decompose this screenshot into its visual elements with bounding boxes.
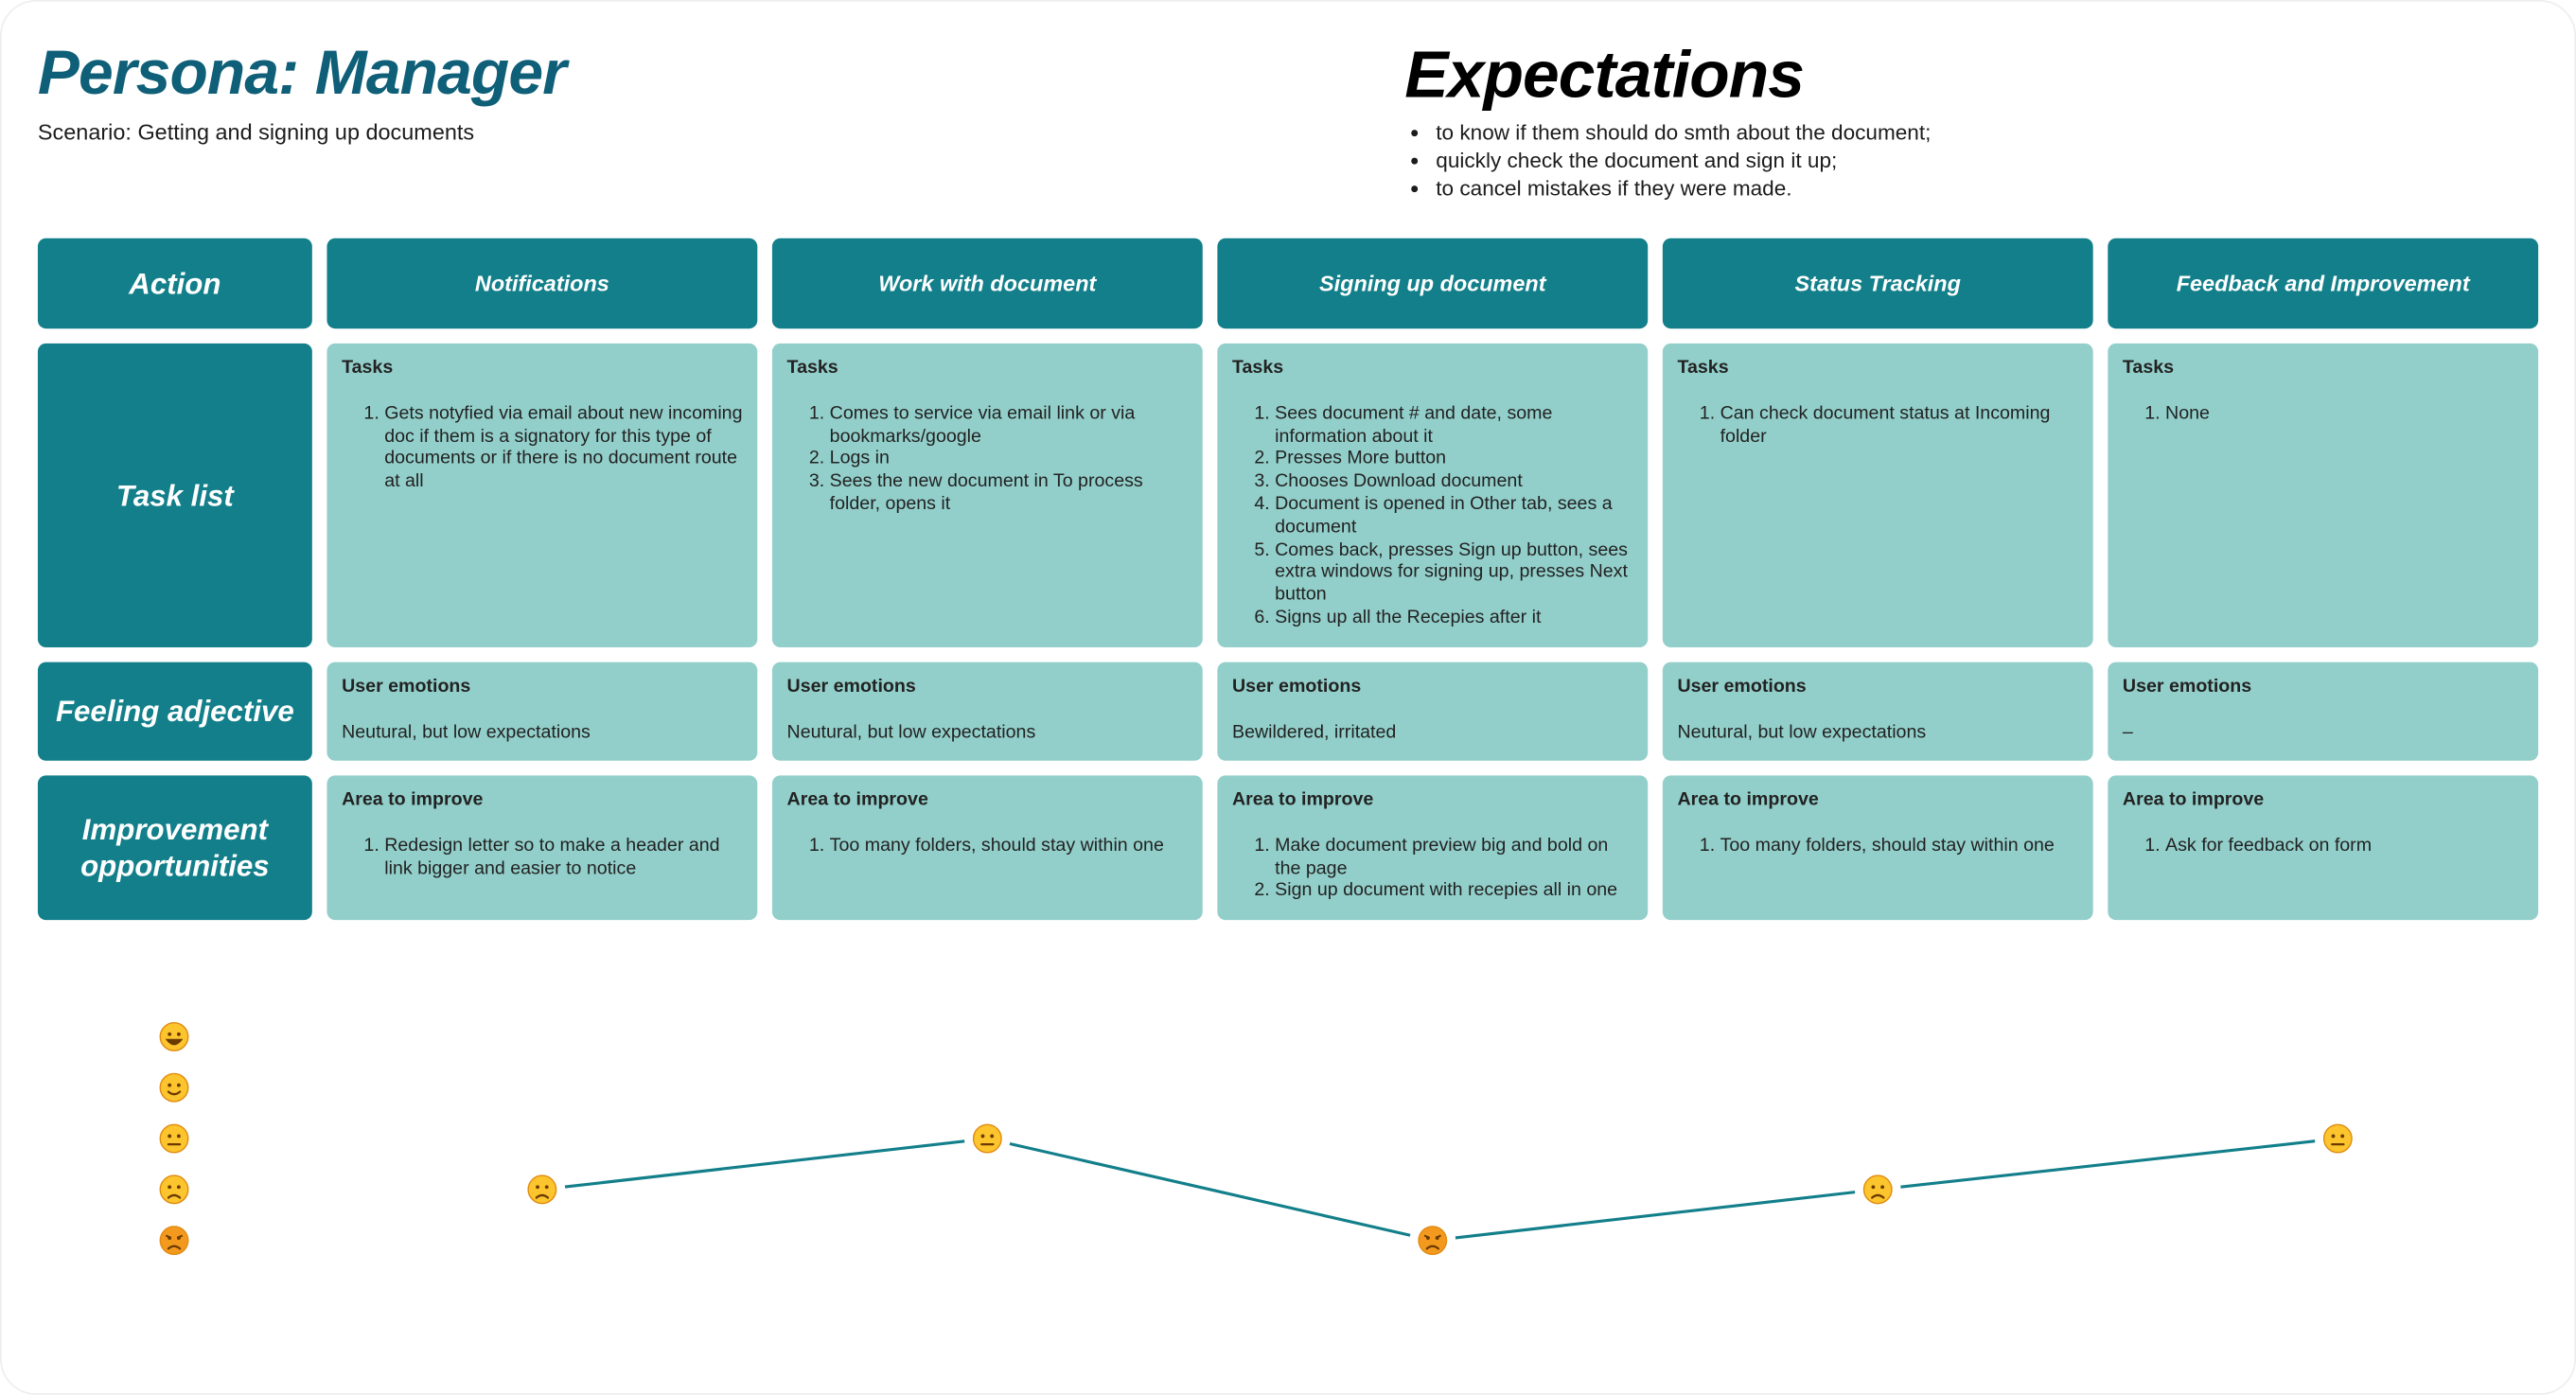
tasks-label: Tasks [1232,358,1284,379]
point-slightly-frowning-face-icon [1862,1174,1893,1205]
tasks-card: Tasks Comes to service via email link or… [771,343,1203,647]
emotions-text: Neutural, but low expectations [342,722,591,743]
list-item: Signs up all the Recepies after it [1275,608,1632,630]
emotions-label: User emotions [1677,677,1807,698]
row-label-improvement: Improvement opportunities [37,775,312,921]
list-item: Document is opened in Other tab, sees a … [1275,495,1632,540]
list-item: Too many folders, should stay within one [1720,836,2078,858]
tasks-card: Tasks None [2108,343,2539,647]
emotion-line-segment [564,1139,965,1189]
stage-header: Feedback and Improvement [2108,238,2539,329]
improve-card: Area to improve Redesign letter so to ma… [326,775,758,921]
list-item: Chooses Download document [1275,472,1632,495]
tasks-label: Tasks [342,358,394,379]
row-label-task-list: Task list [37,343,312,647]
expectations-title: Expectations [1404,39,1805,113]
list-item: Sees the new document in To process fold… [830,472,1188,518]
improve-list: Make document preview big and bold on th… [1232,836,1633,904]
list-item: Too many folders, should stay within one [830,836,1188,858]
list-item: Sees document # and date, some informati… [1275,404,1632,450]
emotions-label: User emotions [786,677,916,698]
emotions-text: Neutural, but low expectations [786,722,1036,743]
improve-label: Area to improve [1232,790,1374,810]
improve-card: Area to improve Make document preview bi… [1217,775,1649,921]
improve-list: Redesign letter so to make a header and … [342,836,743,881]
improve-label: Area to improve [786,790,928,810]
tasks-list: Can check document status at Incoming fo… [1677,404,2078,450]
tasks-label: Tasks [786,358,838,379]
list-item: Gets notyfied via email about new incomi… [384,404,742,495]
improve-card: Area to improve Too many folders, should… [771,775,1203,921]
emotions-text: Neutural, but low expectations [1677,722,1927,743]
list-item: Presses More button [1275,450,1632,472]
emotions-card: User emotions Neutural, but low expectat… [771,662,1203,761]
list-item: Comes to service via email link or via b… [830,404,1188,450]
expectation-item: to know if them should do smth about the… [1436,118,1931,147]
emotions-label: User emotions [342,677,471,698]
improve-card: Area to improve Ask for feedback on form [2108,775,2539,921]
scenario-text: Scenario: Getting and signing up documen… [37,119,475,145]
point-neutral-face-icon [972,1123,1002,1154]
point-slightly-frowning-face-icon [527,1174,557,1205]
tasks-list: Comes to service via email link or via b… [787,404,1189,518]
list-item: Make document preview big and bold on th… [1275,836,1632,881]
list-item: Sign up document with recepies all in on… [1275,881,1632,904]
row-label-action: Action [37,238,312,329]
expectation-item: to cancel mistakes if they were made. [1436,174,1931,203]
list-item: Ask for feedback on form [2165,836,2523,858]
emotions-card: User emotions Bewildered, irritated [1217,662,1649,761]
list-item: None [2165,404,2523,427]
emotion-line-segment [1455,1191,1856,1240]
emotions-card: User emotions – [2108,662,2539,761]
emotion-line-segment [1900,1139,2316,1189]
list-item: Logs in [830,450,1188,472]
row-label-feeling: Feeling adjective [37,662,312,761]
improve-list: Too many folders, should stay within one [1677,836,2078,858]
tasks-list: Sees document # and date, some informati… [1232,404,1633,631]
tasks-card: Tasks Gets notyfied via email about new … [326,343,758,647]
emotions-text: – [2122,722,2133,743]
axis-angry-face-icon [159,1226,189,1256]
tasks-label: Tasks [1677,358,1729,379]
axis-neutral-face-icon [159,1123,189,1154]
improve-list: Ask for feedback on form [2123,836,2524,858]
improve-label: Area to improve [342,790,484,810]
emotions-label: User emotions [1232,677,1362,698]
expectations-list: to know if them should do smth about the… [1409,118,1931,203]
improve-label: Area to improve [1677,790,1819,810]
emotions-card: User emotions Neutural, but low expectat… [1662,662,2093,761]
list-item: Comes back, presses Sign up button, sees… [1275,539,1632,608]
stage-header: Signing up document [1217,238,1649,329]
improve-card: Area to improve Too many folders, should… [1662,775,2093,921]
emotions-text: Bewildered, irritated [1232,722,1397,743]
tasks-list: Gets notyfied via email about new incomi… [342,404,743,495]
expectation-item: quickly check the document and sign it u… [1436,147,1931,175]
stage-header: Status Tracking [1662,238,2093,329]
point-angry-face-icon [1418,1226,1448,1256]
stage-header: Work with document [771,238,1203,329]
emotion-chart [159,1021,2353,1256]
axis-slightly-smiling-face-icon [159,1072,189,1103]
emotions-label: User emotions [2122,677,2252,698]
axis-grinning-face-icon [159,1021,189,1051]
stage-header: Notifications [326,238,758,329]
tasks-card: Tasks Can check document status at Incom… [1662,343,2093,647]
point-neutral-face-icon [2322,1123,2353,1154]
tasks-label: Tasks [2122,358,2175,379]
tasks-list: None [2123,404,2524,427]
axis-slightly-frowning-face-icon [159,1174,189,1205]
improve-list: Too many folders, should stay within one [787,836,1189,858]
emotions-card: User emotions Neutural, but low expectat… [326,662,758,761]
list-item: Can check document status at Incoming fo… [1720,404,2078,450]
emotion-line-segment [1009,1141,1411,1237]
tasks-card: Tasks Sees document # and date, some inf… [1217,343,1649,647]
improve-label: Area to improve [2122,790,2265,810]
list-item: Redesign letter so to make a header and … [384,836,742,881]
persona-title: Persona: Manager [37,39,567,109]
